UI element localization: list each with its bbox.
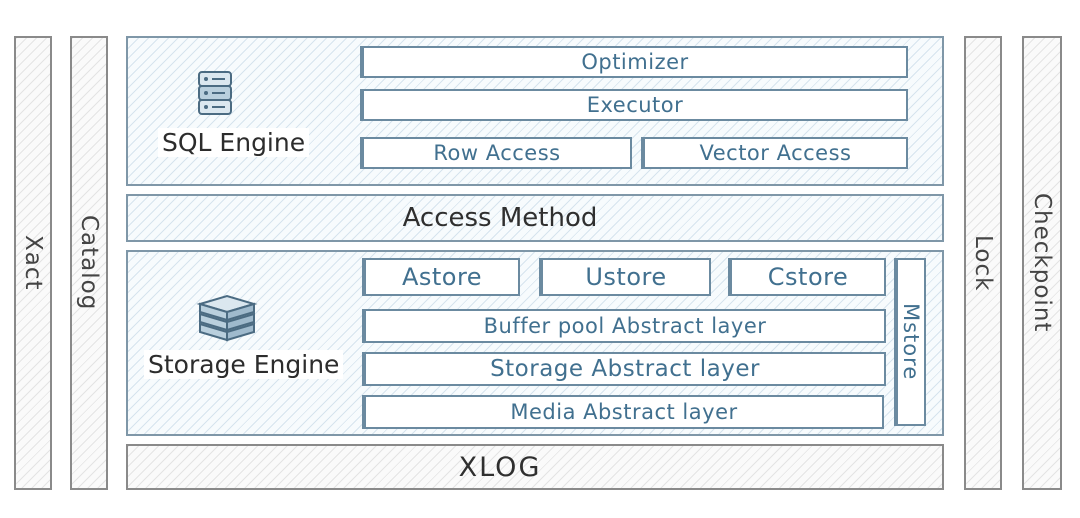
- vector-access-box: Vector Access: [641, 137, 908, 169]
- cstore-box: Cstore: [728, 258, 886, 296]
- lock-column: Lock: [964, 36, 1002, 490]
- optimizer-box: Optimizer: [360, 46, 908, 78]
- catalog-column: Catalog: [70, 36, 108, 490]
- lock-label: Lock: [970, 234, 996, 292]
- buffer-pool-box: Buffer pool Abstract layer: [362, 309, 886, 343]
- ustore-box: Ustore: [539, 258, 711, 296]
- mstore-label: Mstore: [899, 303, 923, 381]
- xact-label: Xact: [20, 235, 46, 291]
- server-stack-icon: [192, 292, 262, 342]
- access-method-bar: Access Method: [126, 194, 944, 242]
- xact-column: Xact: [14, 36, 52, 490]
- executor-box: Executor: [360, 89, 908, 121]
- storage-abstract-box: Storage Abstract layer: [362, 352, 886, 386]
- checkpoint-label: Checkpoint: [1029, 193, 1055, 333]
- media-abstract-box: Media Abstract layer: [362, 395, 884, 429]
- catalog-label: Catalog: [76, 215, 102, 311]
- xlog-bar: XLOG: [126, 444, 944, 490]
- database-icon: [196, 66, 234, 122]
- row-access-box: Row Access: [360, 137, 632, 169]
- checkpoint-column: Checkpoint: [1022, 36, 1062, 490]
- mstore-box: Mstore: [894, 258, 926, 426]
- astore-box: Astore: [362, 258, 520, 296]
- sql-engine-label: SQL Engine: [158, 128, 310, 157]
- access-method-label: Access Method: [402, 203, 598, 233]
- xlog-label: XLOG: [458, 451, 542, 483]
- storage-engine-label: Storage Engine: [144, 350, 344, 379]
